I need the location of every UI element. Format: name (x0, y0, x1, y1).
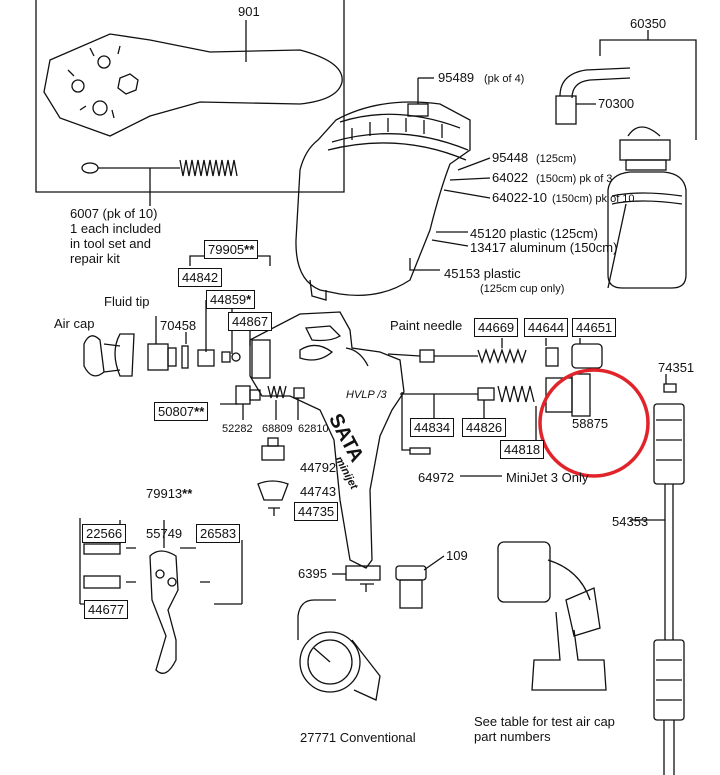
bottle (607, 171, 687, 289)
part-68809: 68809 (262, 423, 293, 435)
part-64022-10: 64022-10 (492, 190, 547, 205)
part-95448: 95448 (492, 150, 529, 165)
bottle-cap (619, 139, 671, 161)
toolset-frame (35, 0, 345, 193)
part-44842: 44842 (178, 268, 223, 287)
part-44669: 44669 (474, 318, 519, 337)
part-27771: 27771 Conventional (300, 730, 416, 745)
part-45153-note: (125cm cup only) (480, 283, 565, 295)
part-64022: 64022 (492, 170, 529, 185)
bracket-60350 (599, 30, 697, 126)
part-54353: 54353 (612, 514, 649, 529)
part-55749: 55749 (146, 526, 183, 541)
part-64972: 64972 (418, 470, 455, 485)
part-44818: 44818 (500, 440, 545, 459)
pressure-gauge (299, 631, 361, 693)
part-44826: 44826 (462, 418, 507, 437)
trigger-lever (149, 550, 179, 674)
part-44792: 44792 (300, 460, 337, 475)
part-44743: 44743 (300, 484, 337, 499)
part-95489-note: (pk of 4) (484, 73, 525, 85)
part-13417: 13417 aluminum (150cm) (470, 240, 618, 255)
part-70300: 70300 (598, 96, 635, 111)
part-109: 109 (446, 548, 468, 563)
kit-50807: 50807** (154, 402, 209, 421)
highlight-circle (538, 368, 650, 478)
part-44644: 44644 (524, 318, 569, 337)
part-44677: 44677 (84, 600, 129, 619)
part-22566: 22566 (82, 524, 127, 543)
label-fluid-tip: Fluid tip (104, 294, 150, 309)
part-44735: 44735 (294, 502, 339, 521)
label-minijet-only: MiniJet 3 Only (506, 470, 589, 485)
kit-79905: 79905** (204, 240, 259, 259)
gun-model-text: HVLP /3 (346, 389, 387, 401)
part-70458: 70458 (160, 318, 197, 333)
part-44651: 44651 (572, 318, 617, 337)
part-60350: 60350 (630, 16, 667, 31)
cup-vent-95489 (407, 103, 429, 117)
air-cap (114, 333, 135, 377)
label-paint-needle: Paint needle (390, 318, 463, 333)
part-95489: 95489 (438, 70, 475, 85)
part-74351: 74351 (658, 360, 695, 375)
part-44834: 44834 (410, 418, 455, 437)
paint-cup (295, 101, 471, 297)
label-air-cap: Air cap (54, 316, 95, 331)
wrench-tool (43, 33, 343, 137)
fluid-tip-part (147, 343, 169, 371)
part-52282: 52282 (222, 423, 253, 435)
part-44867: 44867 (228, 312, 273, 331)
part-26583: 26583 (196, 524, 241, 543)
part-44859: 44859* (206, 290, 256, 309)
gun-body (249, 311, 405, 569)
part-95448-note: (125cm) (536, 153, 577, 165)
kit-79913: 79913** (146, 486, 193, 501)
part-58875: 58875 (572, 416, 609, 431)
part-901: 901 (238, 4, 260, 19)
part-45153: 45153 plastic (444, 266, 521, 281)
note-test-air-cap: See table for test air cap part numbers (474, 714, 615, 744)
part-64022-note: (150cm) pk of 3 (536, 173, 613, 185)
part-6007: 6007 (pk of 10) 1 each included in tool … (70, 206, 162, 266)
fitting-70300 (555, 95, 577, 125)
elbow-fitting (559, 67, 631, 97)
part-64022-10-note: (150cm) pk of 10 (552, 193, 635, 205)
part-6395: 6395 (298, 566, 327, 581)
part-45120: 45120 plastic (125cm) (470, 226, 598, 241)
part-62810: 62810 (298, 423, 329, 435)
